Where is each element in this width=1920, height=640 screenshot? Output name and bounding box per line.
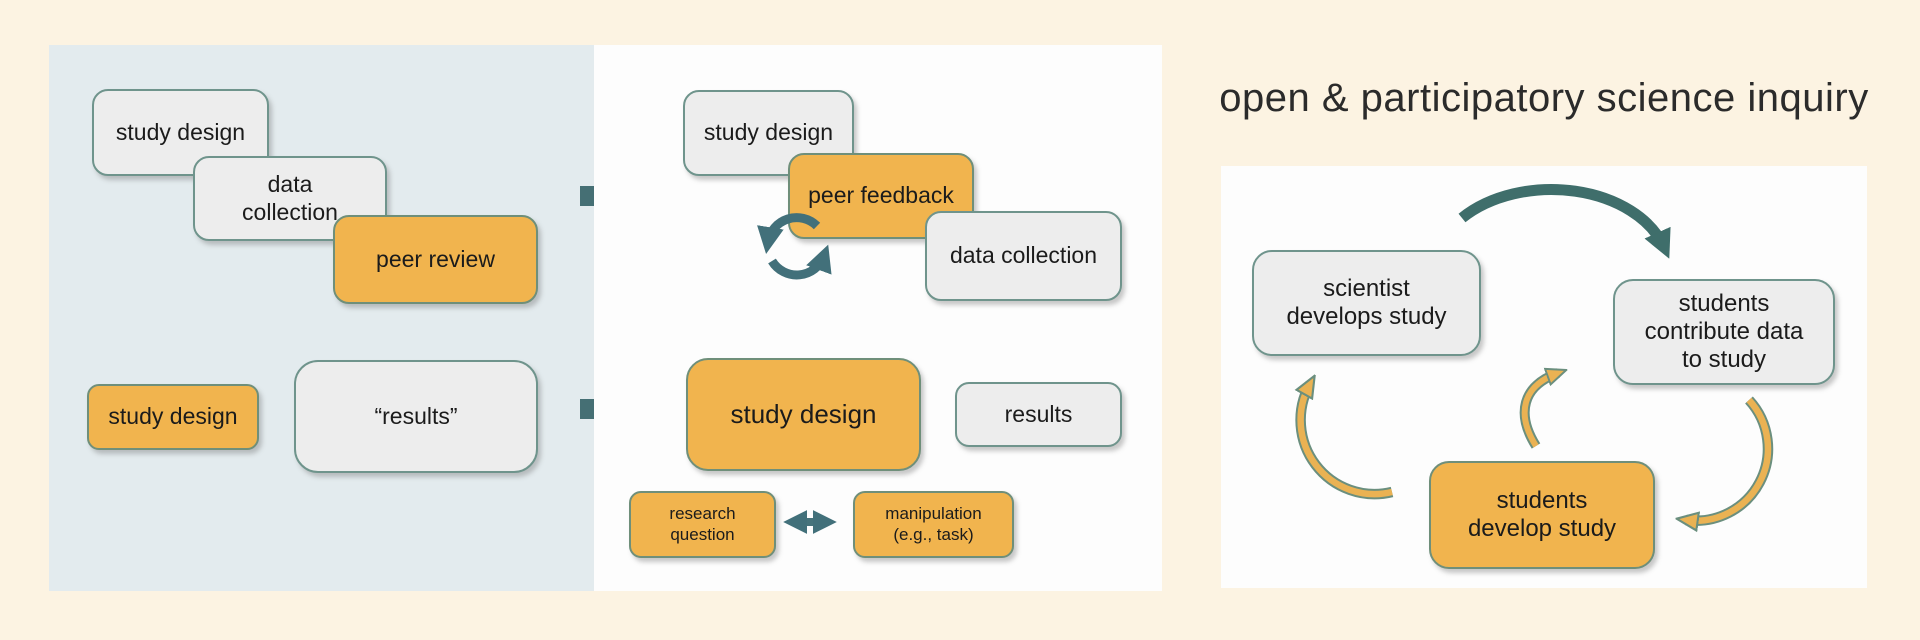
box-peer-review: peer review [333,215,538,304]
box-data-collection-middle: data collection [925,211,1122,301]
gold-arrow-right-icon [1652,396,1774,546]
box-results: results [955,382,1122,447]
page-title: open & participatory science inquiry [1219,76,1869,120]
box-scientist-develops-study: scientist develops study [1252,250,1481,356]
gold-arrow-left-icon [1278,362,1394,500]
box-manipulation: manipulation (e.g., task) [853,491,1014,558]
cycle-icon [757,213,832,280]
box-peer-feedback: peer feedback [788,153,974,239]
box-research-question: research question [629,491,776,558]
double-arrow-icon [783,510,837,534]
gold-arrow-middle-icon [1519,358,1608,449]
box-study-design-top-left: study design [92,89,269,176]
box-students-develop-study: students develop study [1429,461,1655,569]
box-study-design-bottom-left: study design [87,384,259,450]
box-results-quoted: “results” [294,360,538,473]
teal-arc-arrow-icon [1458,184,1671,259]
box-students-contribute-data: students contribute data to study [1613,279,1835,385]
box-study-design-bottom-middle: study design [686,358,921,471]
